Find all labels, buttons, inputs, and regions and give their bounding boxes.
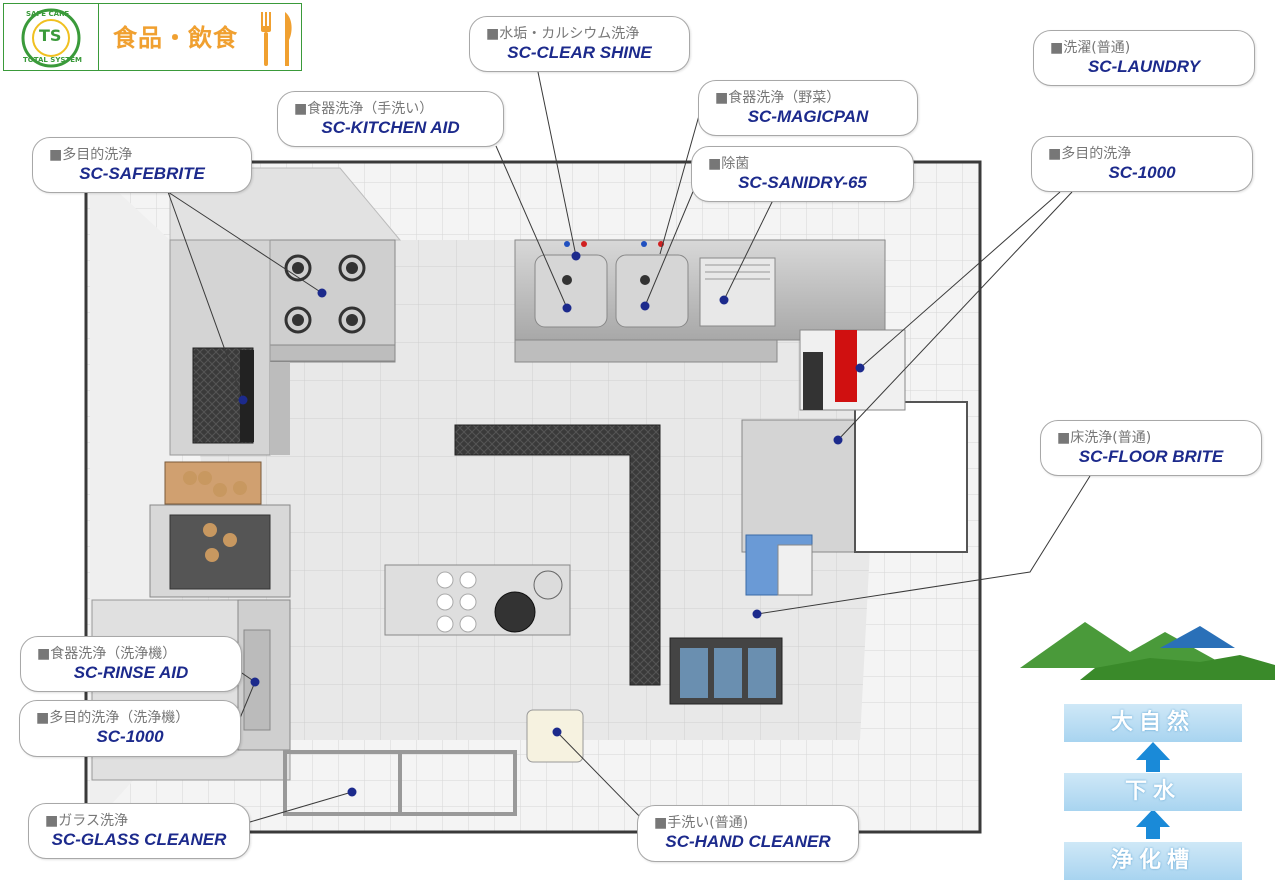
callout-category: ■洗濯(普通) <box>1050 40 1131 56</box>
flow-step-septic-tank: 浄化槽 <box>1064 842 1242 880</box>
flow-step-sewer: 下水 <box>1064 773 1242 811</box>
pot <box>494 591 536 633</box>
callout-category: ■床洗浄(普通) <box>1057 430 1152 446</box>
refrigerator <box>854 401 968 553</box>
callout-category: ■水垢・カルシウム洗浄 <box>486 26 640 42</box>
logo-text-bottom: TOTAL SYSTEM <box>23 56 82 64</box>
sink-right <box>615 254 689 328</box>
callout-category: ■食器洗浄（野菜） <box>715 90 841 106</box>
callout-product: SC-FLOOR BRITE <box>1078 447 1224 466</box>
callout-product: SC-KITCHEN AID <box>321 118 460 137</box>
callout-product: SC-MAGICPAN <box>747 107 869 126</box>
callout-kitchen-aid: ■食器洗浄（手洗い） SC-KITCHEN AID <box>277 91 504 147</box>
callout-sanidry: ■除菌 SC-SANIDRY-65 <box>691 146 914 202</box>
callout-magicpan: ■食器洗浄（野菜） SC-MAGICPAN <box>698 80 918 136</box>
callout-floor-brite: ■床洗浄(普通) SC-FLOOR BRITE <box>1040 420 1262 476</box>
logo-text-top: SAFE CARE <box>26 10 70 18</box>
callout-product: SC-CLEAR SHINE <box>507 43 652 62</box>
callout-category: ■多目的洗浄 <box>49 147 133 163</box>
pointer-dot <box>317 288 327 298</box>
callout-category: ■多目的洗浄 <box>1048 146 1132 162</box>
callout-rinse-aid: ■食器洗浄（洗浄機） SC-RINSE AID <box>20 636 242 692</box>
knife-icon <box>285 12 292 66</box>
flow-step-nature: 大自然 <box>1064 704 1242 742</box>
callout-product: SC-1000 <box>96 727 164 746</box>
callout-hand-cleaner: ■手洗い(普通) SC-HAND CLEANER <box>637 805 859 862</box>
callout-product: SC-SAFEBRITE <box>79 164 205 183</box>
floor-mat <box>454 424 661 686</box>
callout-category: ■食器洗浄（洗浄機） <box>37 646 177 662</box>
callout-safebrite: ■多目的洗浄 SC-SAFEBRITE <box>32 137 252 193</box>
sink-left <box>534 254 608 328</box>
callout-clear-shine: ■水垢・カルシウム洗浄 SC-CLEAR SHINE <box>469 16 690 72</box>
up-arrow-icon <box>1136 742 1170 839</box>
ts-logo-icon <box>21 8 81 68</box>
callout-product: SC-SANIDRY-65 <box>738 173 867 192</box>
category-title: 食品・飲食 <box>113 24 238 52</box>
stove <box>269 239 396 363</box>
callout-product: SC-RINSE AID <box>73 663 189 682</box>
callout-category: ■ガラス洗浄 <box>45 813 128 829</box>
drainboard <box>699 257 776 327</box>
callout-product: SC-LAUNDRY <box>1087 57 1201 76</box>
callout-sc1000-machine: ■多目的洗浄（洗浄機） SC-1000 <box>19 700 241 757</box>
logo-mark: TS <box>39 26 62 45</box>
callout-category: ■多目的洗浄（洗浄機） <box>36 710 190 726</box>
callout-category: ■食器洗浄（手洗い） <box>294 101 434 117</box>
category-header: 食品・飲食 <box>98 3 302 71</box>
callout-category: ■手洗い(普通) <box>654 815 749 831</box>
company-logo: TS SAFE CARE TOTAL SYSTEM <box>3 3 99 71</box>
callout-sc1000-top: ■多目的洗浄 SC-1000 <box>1031 136 1253 192</box>
callout-product: SC-1000 <box>1108 163 1176 182</box>
floor <box>170 240 886 740</box>
callout-product: SC-GLASS CLEANER <box>51 830 227 849</box>
callout-laundry: ■洗濯(普通) SC-LAUNDRY <box>1033 30 1255 86</box>
fork-icon <box>261 12 271 66</box>
callout-product: SC-HAND CLEANER <box>665 832 831 851</box>
callout-category: ■除菌 <box>708 156 750 172</box>
mountain-landscape-icon <box>1020 622 1275 680</box>
callout-glass-cleaner: ■ガラス洗浄 SC-GLASS CLEANER <box>28 803 250 859</box>
